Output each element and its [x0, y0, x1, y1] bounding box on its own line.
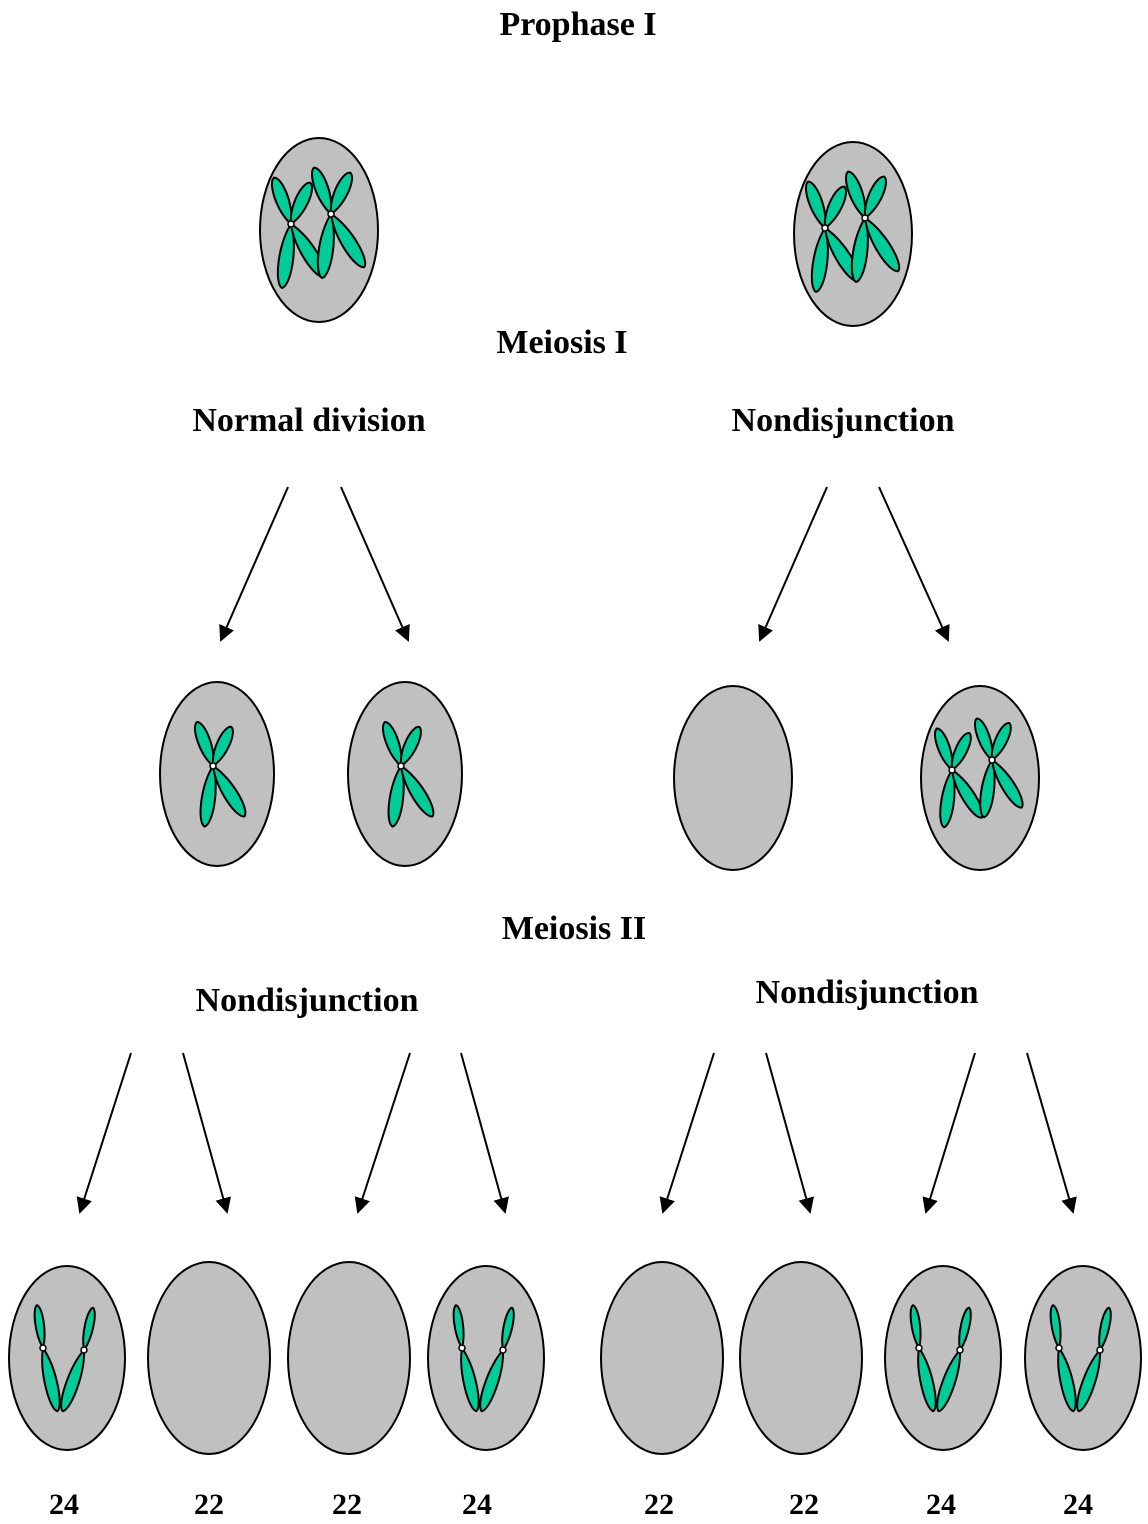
- gamete-cell: [428, 1266, 544, 1450]
- count-label: 24: [462, 1490, 492, 1520]
- empty-gamete-cell: [601, 1262, 723, 1454]
- cell-membrane: [674, 686, 792, 870]
- centromere: [328, 211, 334, 217]
- division-arrow: [760, 487, 827, 640]
- gamete-cell: [1025, 1266, 1141, 1450]
- nondisjunction-label-meiosis1: Nondisjunction: [732, 404, 955, 438]
- cell-membrane: [601, 1262, 723, 1454]
- division-arrow: [663, 1053, 714, 1212]
- prophase-cell: [794, 142, 912, 326]
- centromere: [957, 1347, 963, 1353]
- empty-daughter-cell: [674, 686, 792, 870]
- daughter-cell: [348, 682, 462, 866]
- count-label: 24: [926, 1490, 956, 1520]
- count-label: 22: [789, 1490, 819, 1520]
- cell-membrane: [921, 686, 1039, 870]
- division-arrow: [926, 1053, 975, 1212]
- centromere: [40, 1345, 46, 1351]
- prophase-title: Prophase I: [499, 8, 656, 42]
- meiosis-2-title: Meiosis II: [502, 912, 647, 946]
- daughter-cell: [921, 686, 1039, 870]
- centromere: [500, 1347, 506, 1353]
- centromere: [862, 215, 868, 221]
- empty-gamete-cell: [148, 1262, 270, 1454]
- centromere: [916, 1345, 922, 1351]
- centromere: [398, 763, 404, 769]
- meiosis-1-title: Meiosis I: [496, 326, 627, 360]
- division-arrow: [183, 1053, 227, 1212]
- daughter-cell: [160, 682, 274, 866]
- count-label: 24: [49, 1490, 79, 1520]
- nondisjunction-label-meiosis2-right: Nondisjunction: [756, 976, 979, 1010]
- division-arrow: [461, 1053, 505, 1212]
- nondisjunction-label-meiosis2-left: Nondisjunction: [196, 984, 419, 1018]
- cell-membrane: [740, 1262, 862, 1454]
- division-arrow: [879, 487, 948, 640]
- centromere: [459, 1345, 465, 1351]
- empty-gamete-cell: [740, 1262, 862, 1454]
- cell-membrane: [885, 1266, 1001, 1450]
- cell-membrane: [9, 1266, 125, 1450]
- empty-gamete-cell: [288, 1262, 410, 1454]
- prophase-cell: [260, 138, 378, 322]
- gamete-cell: [9, 1266, 125, 1450]
- centromere: [989, 757, 995, 763]
- cell-membrane: [260, 138, 378, 322]
- division-arrow: [221, 487, 288, 640]
- centromere: [1056, 1345, 1062, 1351]
- centromere: [81, 1347, 87, 1353]
- cell-membrane: [1025, 1266, 1141, 1450]
- division-arrow: [341, 487, 408, 640]
- division-arrow: [358, 1053, 410, 1212]
- gamete-cell: [885, 1266, 1001, 1450]
- centromere: [1097, 1347, 1103, 1353]
- normal-division-label: Normal division: [192, 404, 425, 438]
- centromere: [822, 225, 828, 231]
- division-arrow: [766, 1053, 810, 1212]
- centromere: [288, 221, 294, 227]
- division-arrow: [1027, 1053, 1073, 1212]
- cell-membrane: [794, 142, 912, 326]
- cell-membrane: [148, 1262, 270, 1454]
- count-label: 22: [332, 1490, 362, 1520]
- count-label: 24: [1063, 1490, 1093, 1520]
- centromere: [949, 767, 955, 773]
- cell-membrane: [428, 1266, 544, 1450]
- centromere: [210, 763, 216, 769]
- cell-membrane: [288, 1262, 410, 1454]
- count-label: 22: [644, 1490, 674, 1520]
- division-arrow: [80, 1053, 131, 1212]
- count-label: 22: [194, 1490, 224, 1520]
